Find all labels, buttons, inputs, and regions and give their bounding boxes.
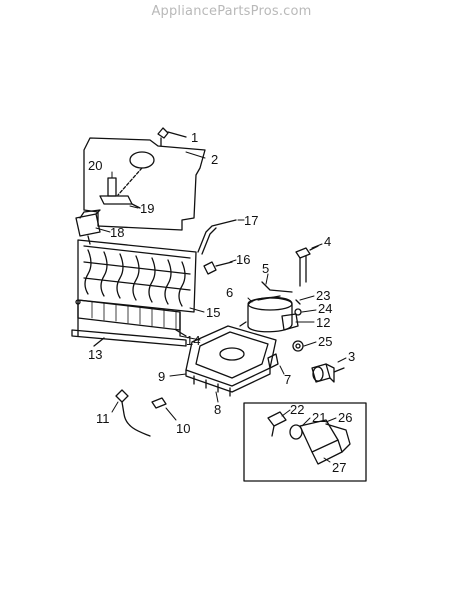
tube-part (197, 219, 237, 255)
top-fastener-part (157, 127, 187, 147)
wire-part (261, 281, 293, 293)
callout-3: 3 (348, 349, 355, 364)
callout-25: 25 (318, 334, 332, 349)
callout-15: 15 (206, 305, 220, 320)
relay-box-part (75, 209, 101, 245)
callout-18: 18 (110, 225, 124, 240)
callout-5: 5 (262, 261, 269, 276)
callout-8: 8 (214, 402, 221, 417)
callout-21: 21 (312, 410, 326, 425)
grommet-part (292, 340, 304, 352)
callout-11: 11 (96, 411, 110, 426)
callout-7: 7 (284, 372, 291, 387)
callout-14: 14 (186, 333, 200, 348)
callout-9: 9 (158, 369, 165, 384)
hardware-part (281, 299, 302, 331)
inset-box (243, 402, 367, 482)
callout-24: 24 (318, 301, 332, 316)
drier-part (295, 245, 319, 287)
compressor-part (239, 295, 293, 333)
callout-10: 10 (176, 421, 190, 436)
callout-1: 1 (191, 130, 198, 145)
callout-17: 17 (244, 213, 258, 228)
clip-part (203, 261, 233, 275)
callout-13: 13 (88, 347, 102, 362)
callout-2: 2 (211, 152, 218, 167)
site-watermark: AppliancePartsPros.com (151, 4, 312, 19)
condenser-part (75, 239, 197, 337)
callout-12: 12 (316, 315, 330, 330)
cord-clip-part (151, 397, 167, 409)
callout-16: 16 (236, 252, 250, 267)
back-panel-part (83, 137, 206, 231)
callout-19: 19 (140, 201, 154, 216)
side-clip-part (267, 353, 279, 369)
feet-part (193, 375, 231, 397)
callout-27: 27 (332, 460, 346, 475)
callout-26: 26 (338, 410, 352, 425)
callout-4: 4 (324, 234, 331, 249)
callout-6: 6 (226, 285, 233, 300)
power-cord-part (115, 389, 151, 437)
callout-22: 22 (290, 402, 304, 417)
fan-motor-part (311, 363, 345, 383)
mounting-bar-part (71, 329, 187, 347)
callout-23: 23 (316, 288, 330, 303)
callout-20: 20 (88, 158, 102, 173)
